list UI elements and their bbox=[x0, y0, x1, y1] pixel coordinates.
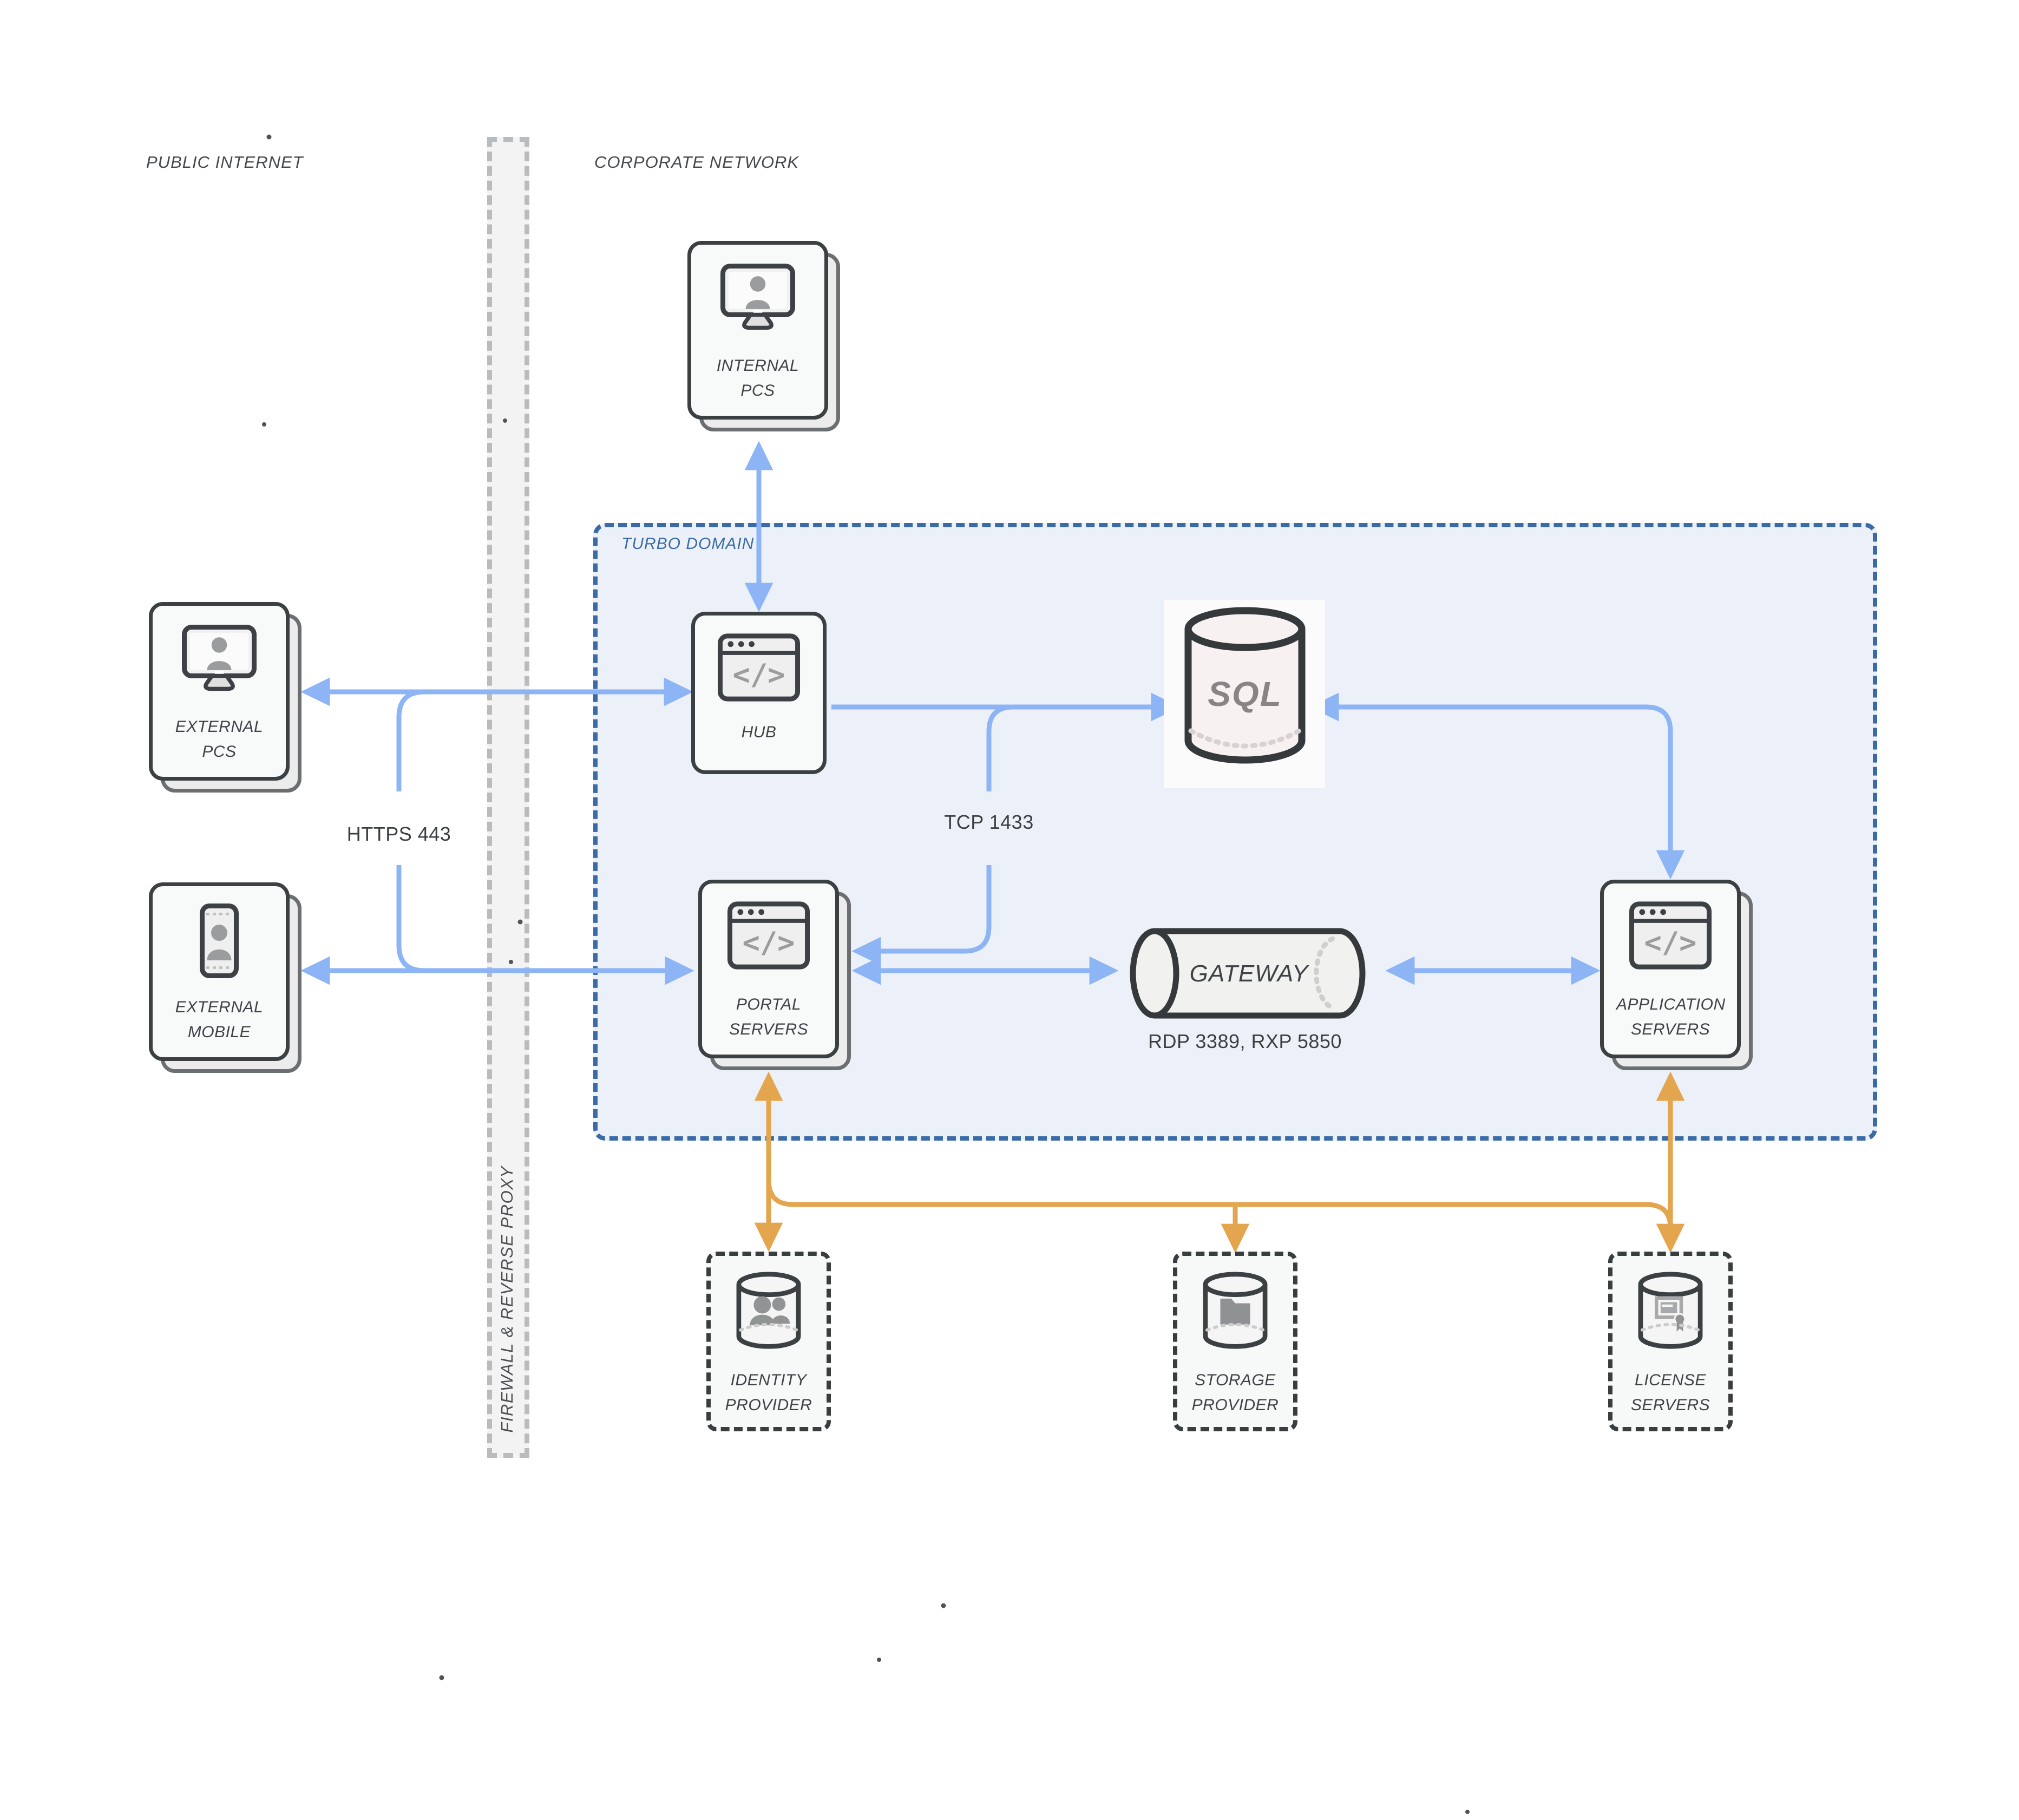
node-gateway: GATEWAY bbox=[1129, 927, 1369, 1020]
node-hub: </> HUB bbox=[691, 612, 827, 774]
public-internet-label: PUBLIC INTERNET bbox=[146, 153, 304, 172]
browser-code-icon: </> bbox=[1629, 900, 1713, 973]
svg-text:</>: </> bbox=[1644, 925, 1697, 959]
svg-text:</>: </> bbox=[743, 925, 795, 959]
node-label: INTERNAL PCS bbox=[716, 357, 799, 400]
edge-https-branch-bottom bbox=[396, 865, 425, 973]
rdp-port-label: RDP 3389, RXP 5850 bbox=[1148, 1030, 1342, 1052]
node-label: EXTERNAL PCS bbox=[175, 718, 264, 761]
database-folder-icon bbox=[1196, 1270, 1275, 1357]
https-port-label: HTTPS 443 bbox=[346, 823, 451, 845]
firewall-reverse-proxy-bar bbox=[487, 137, 529, 1458]
node-label: PORTAL SERVERS bbox=[729, 996, 809, 1038]
edge-tcp-branch-top bbox=[986, 704, 1014, 791]
database-cylinder-icon: SQL bbox=[1180, 607, 1310, 775]
monitor-user-icon bbox=[179, 623, 260, 701]
node-label: EXTERNAL MOBILE bbox=[175, 998, 264, 1041]
node-portal-servers: </> PORTAL SERVERS bbox=[698, 880, 851, 1070]
mobile-user-icon bbox=[179, 903, 260, 981]
node-internal-pcs: INTERNAL PCS bbox=[687, 241, 840, 431]
node-identity-provider: IDENTITY PROVIDER bbox=[706, 1252, 831, 1431]
edge-https-branch-top bbox=[396, 689, 425, 791]
node-label: APPLICATION SERVERS bbox=[1616, 996, 1726, 1038]
node-label: IDENTITY PROVIDER bbox=[725, 1371, 812, 1414]
node-label: STORAGE PROVIDER bbox=[1191, 1371, 1279, 1414]
node-license-servers: LICENSE SERVERS bbox=[1608, 1252, 1733, 1431]
sql-label: SQL bbox=[1208, 675, 1282, 713]
speck-dots bbox=[262, 134, 1470, 1814]
gateway-label: GATEWAY bbox=[1189, 960, 1309, 987]
edge-tcp-branch-portal bbox=[851, 865, 992, 966]
node-label: HUB bbox=[741, 723, 777, 741]
node-label: LICENSE SERVERS bbox=[1630, 1371, 1710, 1414]
blue-connections bbox=[300, 441, 1685, 985]
svg-text:</>: </> bbox=[733, 657, 785, 691]
orange-connections bbox=[754, 1071, 1685, 1253]
node-external-pcs: EXTERNAL PCS bbox=[149, 602, 301, 793]
tcp-port-label: TCP 1433 bbox=[944, 811, 1034, 833]
database-certificate-icon bbox=[1631, 1270, 1710, 1357]
node-application-servers: </> APPLICATION SERVERS bbox=[1600, 880, 1753, 1070]
node-sql: SQL bbox=[1180, 605, 1310, 773]
turbo-domain-label: TURBO DOMAIN bbox=[621, 535, 755, 553]
database-users-icon bbox=[730, 1270, 808, 1357]
node-external-mobile: EXTERNAL MOBILE bbox=[149, 882, 301, 1073]
edge-orange-bus bbox=[766, 1180, 1673, 1228]
node-storage-provider: STORAGE PROVIDER bbox=[1173, 1252, 1297, 1431]
corporate-network-label: CORPORATE NETWORK bbox=[594, 153, 799, 172]
edge-sql-appservers bbox=[1309, 692, 1685, 880]
pipe-cylinder-icon bbox=[1129, 928, 1369, 1022]
browser-code-icon: </> bbox=[727, 900, 811, 973]
monitor-user-icon bbox=[717, 261, 798, 340]
browser-code-icon: </> bbox=[717, 632, 801, 705]
